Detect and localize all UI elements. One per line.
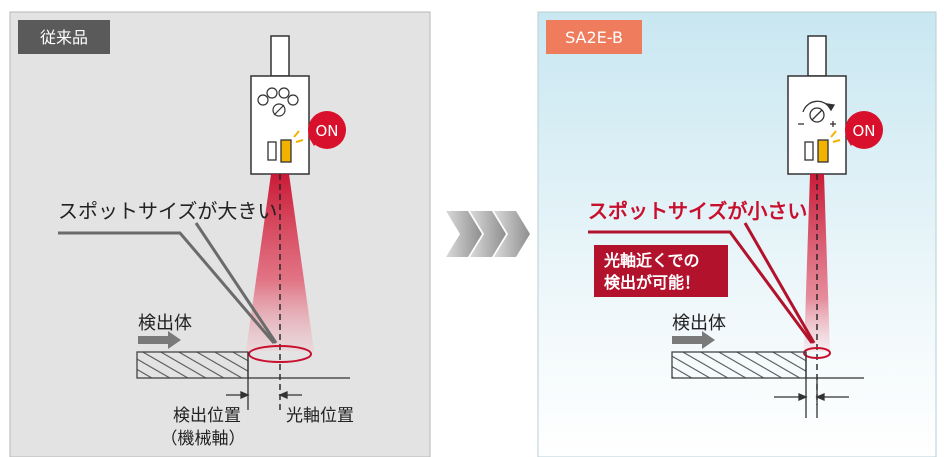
right-object-label: 検出体 <box>672 313 726 334</box>
left-spot-leader <box>58 231 276 344</box>
left-spot-ellipse <box>248 345 312 363</box>
right-lit-indicator-icon <box>817 139 829 163</box>
right-spot-label: スポットサイズが小さい <box>588 199 807 223</box>
lit-indicator-icon <box>280 139 292 163</box>
right-spot-leader-2 <box>743 222 816 344</box>
right-panel-background <box>537 11 937 457</box>
left-spot-label: スポットサイズが大きい <box>58 199 277 223</box>
right-gap-arrows-icon <box>774 393 849 401</box>
triple-chevron-right-icon <box>446 211 530 257</box>
left-spot-leader-2 <box>194 222 278 344</box>
left-light-beam <box>246 174 314 351</box>
left-detected-object <box>136 351 249 379</box>
light-rays-icon <box>293 130 304 143</box>
left-arrow-icon <box>138 331 181 349</box>
left-panel: 従来品 ON <box>9 11 431 457</box>
right-tag <box>546 20 642 54</box>
right-panel: SA2E-B ON スポットサ <box>537 11 937 457</box>
left-tag <box>18 20 110 54</box>
left-on-badge: ON <box>308 111 346 149</box>
right-tag-label: SA2E-B <box>565 28 623 47</box>
adjustment-dial-icon <box>257 87 299 117</box>
left-on-label: ON <box>315 122 338 140</box>
right-light-rays-icon <box>830 130 841 143</box>
left-optical-axis-label: 光軸位置 <box>286 406 354 426</box>
right-arrow-icon <box>672 331 715 349</box>
gap-arrows-icon <box>226 391 302 399</box>
callout-box <box>594 245 728 297</box>
right-spot-leader <box>588 230 814 344</box>
left-sensor-cable <box>270 35 290 77</box>
left-tag-label: 従来品 <box>40 28 88 47</box>
right-sensor-body <box>787 75 847 175</box>
right-on-label: ON <box>852 122 875 140</box>
right-light-beam <box>804 174 830 352</box>
left-object-label: 検出体 <box>138 313 192 334</box>
rotary-dial-icon <box>798 100 836 127</box>
right-detected-object <box>671 351 807 379</box>
right-sensor-cable <box>807 35 827 77</box>
right-indicator-window-icon <box>804 141 814 161</box>
callout-line-1: 光軸近くでの <box>603 251 700 270</box>
left-detect-pos-label: 検出位置 <box>173 406 241 426</box>
left-detect-pos-sub: （機械軸） <box>161 429 246 449</box>
right-on-badge: ON <box>845 111 883 149</box>
callout-line-2: 検出が可能！ <box>604 273 700 292</box>
indicator-window-icon <box>267 141 277 161</box>
